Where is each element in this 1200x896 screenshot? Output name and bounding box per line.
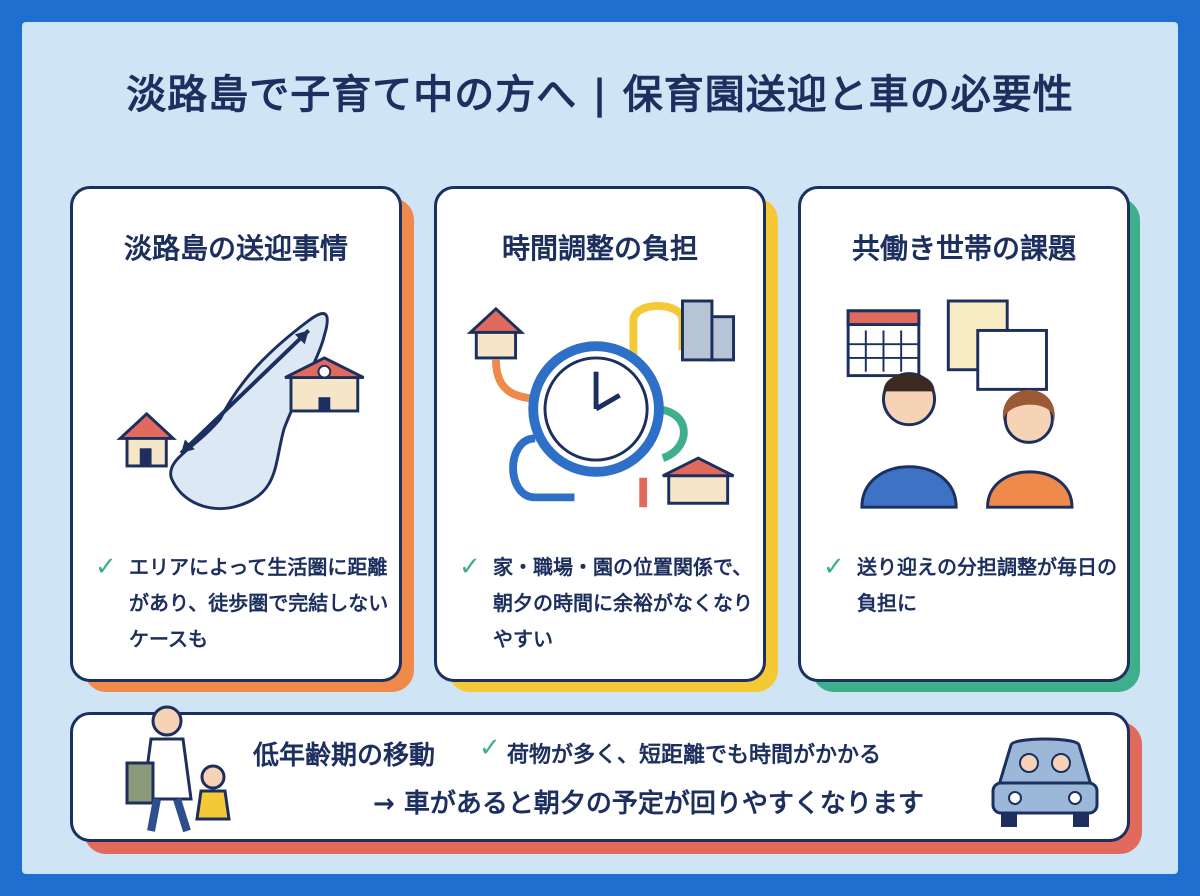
house-icon [116,411,177,468]
office-building-icon [681,299,736,362]
document-icon [946,299,1048,391]
house-icon [466,306,526,360]
woman-icon [986,389,1074,509]
card-commute-situation: 淡路島の送迎事情 ✓ エリアによって生活圏に距離があり、徒歩圏で完結しないケース… [70,186,402,682]
couple-calendar-icon [846,299,1074,509]
check-icon: ✓ [823,552,845,582]
man-icon [860,372,958,509]
card-bullet: ✓ 家・職場・園の位置関係で、朝夕の時間に余裕がなくなりやすい [459,549,759,657]
card-bullet: ✓ エリアによって生活圏に距離があり、徒歩圏で完結しないケースも [95,549,395,657]
check-icon: ✓ [479,733,501,763]
bottom-conclusion: → 車があると朝夕の予定が回りやすくなります [373,789,924,819]
card-dual-income-issues: 共働き世帯の課題 ✓ 送り迎えの分担調整が毎日の負担に [798,186,1130,682]
calendar-icon [846,309,921,378]
car-icon [991,737,1099,827]
parent-child-icon [125,705,231,833]
bottom-banner: 低年齢期の移動 ✓ 荷物が多く、短距離でも時間がかかる → 車があると朝夕の予定… [70,705,1130,842]
card-bullet: ✓ 送り迎えの分担調整が毎日の負担に [823,549,1123,621]
school-icon [662,456,735,505]
page-title: 淡路島で子育て中の方へ | 保育園送迎と車の必要性 [126,72,1074,118]
check-icon: ✓ [95,552,117,582]
island-map-icon [116,312,365,510]
school-icon [284,356,365,413]
bottom-heading: 低年齢期の移動 [253,741,436,771]
check-icon: ✓ [459,552,481,582]
bottom-bullet: 荷物が多く、短距離でも時間がかかる [507,743,882,768]
card-title: 淡路島の送迎事情 [123,232,348,265]
clock-route-icon [466,299,736,508]
card-title: 共働き世帯の課題 [851,232,1076,265]
card-time-burden: 時間調整の負担 ✓ 家・職場・園の位置関係で、朝夕の時間に余裕がなくなりやすい [434,186,766,682]
card-title: 時間調整の負担 [501,232,698,265]
